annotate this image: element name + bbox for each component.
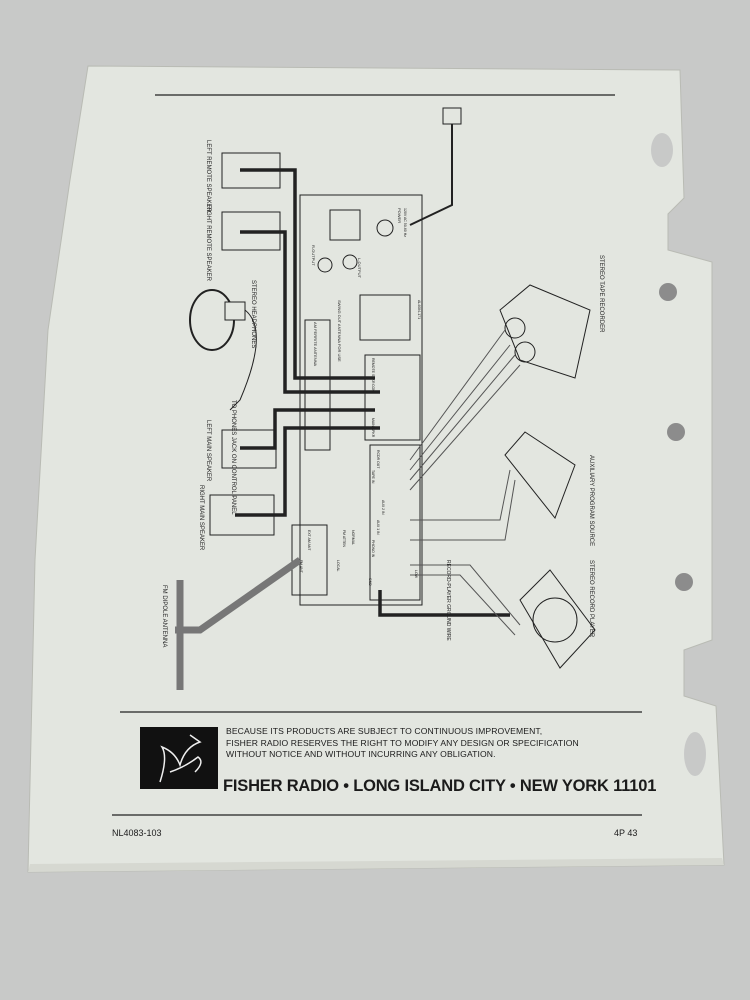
label-stereo-tape-recorder: STEREO TAPE RECORDER bbox=[598, 255, 604, 333]
input-jack-panel bbox=[369, 444, 421, 601]
notice-line: BECAUSE ITS PRODUCTS ARE SUBJECT TO CONT… bbox=[226, 726, 543, 736]
label-tape-in: TAPE IN bbox=[371, 470, 375, 484]
label-right-main-speaker: RIGHT MAIN SPEAKER bbox=[198, 485, 204, 551]
hookup-diagram bbox=[175, 107, 596, 690]
label-fm-atten: FM ATTEN bbox=[342, 530, 346, 548]
paper-shadow bbox=[28, 858, 724, 872]
label-voltage: 120V AC 50-60 Hz bbox=[403, 208, 407, 237]
label-left-remote-speaker: LEFT REMOTE SPEAKER bbox=[205, 140, 211, 213]
label-l-output: L-OUTPUT bbox=[357, 258, 362, 279]
label-low: LOW bbox=[414, 570, 418, 579]
label-aux1-in: AUX 1 IN bbox=[376, 520, 380, 535]
label-remote-spkr: REMOTE SPKR bbox=[371, 358, 375, 384]
tape-recorder-icon bbox=[499, 284, 591, 379]
power-plug-icon bbox=[442, 107, 462, 125]
receiver-chassis bbox=[299, 194, 423, 606]
label-rcdr-out: RCDR OUT bbox=[376, 450, 380, 469]
label-fm-dipole-antenna: FM DIPOLE ANTENNA bbox=[161, 585, 167, 647]
document-number: NL4083-103 bbox=[112, 828, 162, 838]
label-auxiliary-program-source: AUXILIARY PROGRAM SOURCE bbox=[588, 455, 594, 546]
disclaimer-notice: BECAUSE ITS PRODUCTS ARE SUBJECT TO CONT… bbox=[226, 726, 579, 761]
label-left-main-speaker: LEFT MAIN SPEAKER bbox=[205, 420, 211, 482]
auxiliary-source-icon bbox=[504, 431, 576, 520]
label-local: LOCAL bbox=[336, 560, 340, 572]
page-code: 4P 43 bbox=[614, 828, 638, 838]
label-right-remote-speaker: RIGHT REMOTE SPEAKER bbox=[205, 205, 211, 282]
label-com: COM bbox=[371, 384, 375, 392]
paper-sheet bbox=[27, 65, 725, 873]
speaker-terminal-panel bbox=[364, 354, 421, 441]
label-gnd: GND bbox=[368, 578, 372, 586]
label-am-ferrite-antenna: AM FERRITE ANTENNA bbox=[313, 322, 318, 367]
company-address: FISHER RADIO • LONG ISLAND CITY • NEW YO… bbox=[223, 777, 657, 795]
label-ground-wire: RECORD-PLAYER GROUND WIRE bbox=[445, 560, 451, 641]
dial-panel bbox=[359, 294, 411, 341]
label-model-code: AL4084-171 bbox=[417, 300, 421, 319]
label-phones-jack: TO PHONES JACK ON CONTROL PANEL bbox=[230, 400, 236, 515]
record-player-icon bbox=[519, 569, 596, 669]
label-fm-ant: FM ANT bbox=[299, 560, 303, 574]
binder-hole bbox=[684, 732, 706, 776]
fisher-logo bbox=[140, 727, 218, 789]
notice-line: FISHER RADIO RESERVES THE RIGHT TO MODIF… bbox=[226, 737, 579, 748]
power-knob bbox=[376, 219, 394, 237]
binder-hole bbox=[675, 573, 693, 591]
binder-hole bbox=[651, 133, 673, 167]
diagram-labels: LEFT REMOTE SPEAKER RIGHT REMOTE SPEAKER… bbox=[161, 140, 604, 647]
switch-panel bbox=[329, 209, 361, 241]
label-stereo-headphones: STEREO HEADPHONES bbox=[250, 280, 256, 348]
label-ext-am-ant: EXT AM ANT bbox=[307, 530, 311, 551]
label-swing-out-antenna: SWING OUT ANTENNA FOR USE bbox=[337, 300, 342, 362]
notice-line: WITHOUT NOTICE AND WITHOUT INCURRING ANY… bbox=[226, 749, 496, 759]
label-power: POWER bbox=[397, 208, 402, 223]
binder-hole bbox=[667, 423, 685, 441]
binder-hole bbox=[659, 283, 677, 301]
am-ferrite-antenna bbox=[304, 319, 331, 451]
label-main-spkr: MAIN SPKR bbox=[371, 418, 375, 438]
label-r-output: R-OUTPUT bbox=[311, 245, 316, 266]
antenna-terminal-panel bbox=[291, 524, 328, 596]
label-phono-in: PHONO IN bbox=[371, 540, 375, 558]
label-aux2-in: AUX 2 IN bbox=[381, 500, 385, 515]
label-stereo-record-player: STEREO RECORD PLAYER bbox=[588, 560, 594, 638]
label-normal: NORMAL bbox=[351, 530, 355, 545]
